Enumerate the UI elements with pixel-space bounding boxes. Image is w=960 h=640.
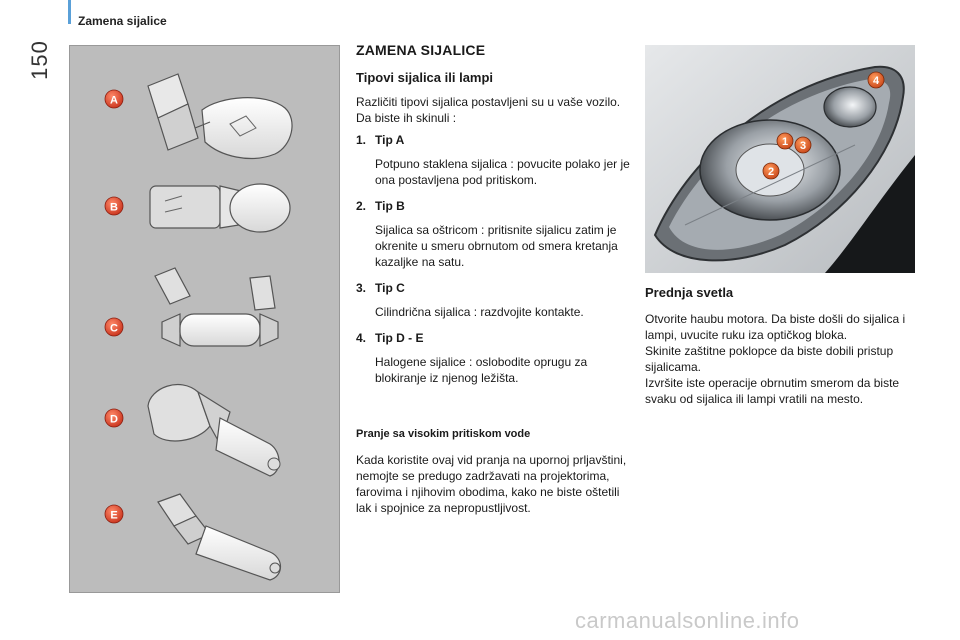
svg-text:2: 2 — [768, 166, 774, 178]
svg-text:D: D — [110, 414, 118, 426]
headlights-section: Prednja svetla Otvorite haubu motora. Da… — [645, 285, 917, 407]
svg-text:1: 1 — [782, 136, 788, 148]
list-item-text: Sijalica sa oštricom : pritisnite sijali… — [375, 223, 618, 269]
article-subtitle: Tipovi sijalica ili lampi — [356, 70, 494, 85]
label-b-badge: B — [104, 196, 124, 216]
headlights-paragraph: Otvorite haubu motora. Da biste došli do… — [645, 312, 906, 342]
intro-paragraph-2: Da biste ih skinuli : — [356, 111, 457, 125]
page-number: 150 — [27, 40, 52, 80]
headlights-paragraph-2: Skinite zaštitne poklopce da biste dobil… — [645, 344, 894, 374]
bulb-b-drawing — [149, 183, 291, 233]
bulb-e-drawing — [157, 493, 282, 581]
headlight-drawing: 4 1 3 2 — [645, 45, 915, 273]
marker-1: 1 — [776, 132, 794, 150]
marker-4: 4 — [867, 71, 885, 89]
headlights-title: Prednja svetla — [645, 285, 734, 300]
label-a-badge: A — [104, 89, 124, 109]
list-item-heading: 1.Tip A — [356, 133, 405, 147]
article-column: ZAMENA SIJALICE Tipovi sijalica ili lamp… — [356, 42, 632, 516]
list-item-heading: 4.Tip D - E — [356, 331, 424, 345]
list-item-text: Halogene sijalice : oslobodite oprugu za… — [375, 355, 588, 385]
label-c-badge: C — [104, 317, 124, 337]
list-item-text: Potpuno staklena sijalica : povucite pol… — [375, 157, 630, 187]
article-title: ZAMENA SIJALICE — [356, 42, 486, 58]
headlight-photo: 4 1 3 2 — [645, 45, 915, 273]
svg-text:A: A — [110, 95, 118, 107]
wash-warning-title: Pranje sa visokim pritiskom vode — [356, 428, 531, 440]
marker-2: 2 — [762, 162, 780, 180]
wash-warning-text: Kada koristite ovaj vid pranja na uporno… — [356, 453, 627, 515]
section-title: Zamena sijalice — [78, 14, 167, 28]
watermark: carmanualsonline.info — [575, 608, 800, 633]
list-item-heading: 2.Tip B — [356, 199, 405, 213]
svg-text:C: C — [110, 323, 118, 335]
side-rule — [68, 0, 71, 24]
label-e-badge: E — [104, 504, 124, 524]
headlights-paragraph-3: Izvršite iste operacije obrnutim smerom … — [645, 376, 900, 406]
bulb-types-illustration: A B C D E — [69, 45, 340, 593]
bulb-d-drawing — [147, 383, 281, 477]
list-item-text: Cilindrična sijalica : razdvojite kontak… — [375, 305, 584, 319]
svg-text:3: 3 — [800, 140, 806, 152]
svg-text:E: E — [110, 510, 117, 522]
marker-3: 3 — [794, 136, 812, 154]
svg-text:4: 4 — [873, 75, 880, 87]
bulb-c-drawing — [154, 267, 279, 347]
bulb-drawings: A B C D E — [104, 73, 293, 581]
bulb-a-drawing — [147, 73, 293, 160]
label-d-badge: D — [104, 408, 124, 428]
intro-paragraph: Različiti tipovi sijalica postavljeni su… — [356, 95, 621, 109]
svg-text:B: B — [110, 202, 118, 214]
list-item-heading: 3.Tip C — [356, 281, 405, 295]
